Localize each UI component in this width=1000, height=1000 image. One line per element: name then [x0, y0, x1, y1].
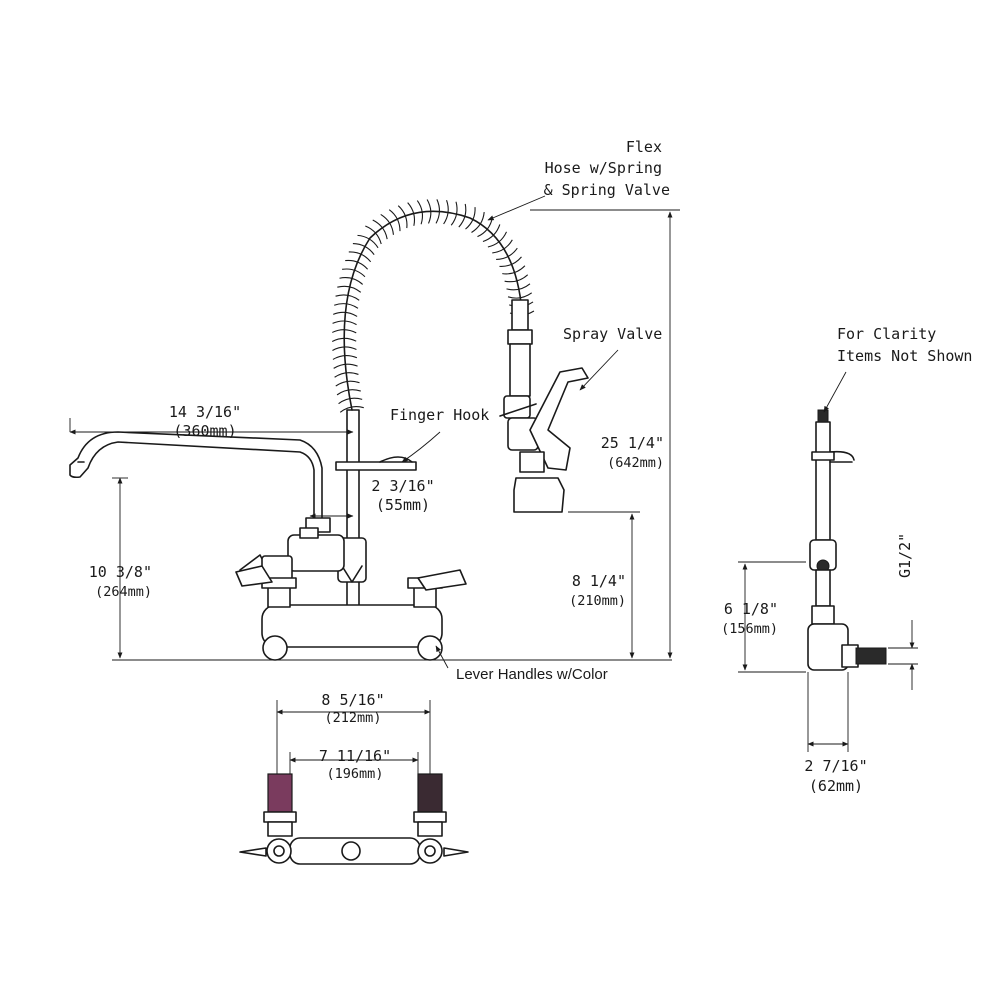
spring-coil	[458, 203, 467, 228]
overall-height-imperial: 25 1/4"	[600, 434, 664, 452]
spring-coil	[335, 380, 360, 387]
wall-body	[235, 565, 467, 661]
spring-coil	[492, 239, 513, 254]
for-clarity-label-2: Items Not Shown	[837, 347, 973, 365]
spring-coil	[333, 363, 358, 369]
spring-coil	[496, 247, 518, 261]
side-view	[738, 371, 918, 752]
spring-coil	[332, 320, 357, 326]
spring-coil	[339, 277, 364, 285]
spout-height-metric: (264mm)	[95, 584, 152, 600]
spring-coil	[365, 225, 382, 245]
spring-coil	[333, 311, 358, 317]
spring-coil	[334, 303, 359, 309]
spring-coil	[336, 389, 361, 396]
spring-coil	[443, 199, 449, 225]
spout-reach-metric: (360mm)	[173, 422, 237, 440]
thread-label: G1/2"	[896, 532, 914, 578]
riser-pipe	[335, 409, 417, 636]
bottom-view	[239, 700, 469, 865]
spring-coil	[345, 259, 369, 270]
hook-offset-metric: (55mm)	[375, 496, 431, 514]
spring-coil	[450, 201, 458, 226]
valve-height-imperial: 8 1/4"	[571, 572, 626, 590]
spray-valve	[499, 367, 589, 513]
flex-hose-spring	[331, 199, 535, 413]
lever-handles-label: Lever Handles w/Color	[456, 666, 608, 683]
side-depth-imperial: 2 7/16"	[804, 757, 868, 775]
right-inlet	[417, 773, 443, 813]
outer-centers-imperial: 8 5/16"	[321, 691, 385, 709]
spring-coil	[352, 243, 375, 256]
spring-coil	[397, 205, 408, 229]
spring-coil	[465, 207, 476, 230]
for-clarity-label-1: For Clarity	[837, 325, 937, 343]
spray-valve-label: Spray Valve	[563, 325, 663, 343]
spout-height-imperial: 10 3/8"	[88, 563, 152, 581]
flex-hose-label-1: Flex	[625, 138, 662, 156]
spring-coil	[487, 231, 508, 248]
spring-coil	[380, 213, 394, 235]
spring-coil	[332, 355, 358, 360]
side-depth-metric: (62mm)	[808, 777, 864, 795]
spring-coil	[435, 199, 441, 224]
flex-hose-label-2: Hose w/Spring	[544, 159, 662, 177]
spring-coil	[334, 372, 359, 378]
spring-coil	[331, 337, 357, 342]
inner-centers-imperial: 7 11/16"	[318, 747, 392, 765]
flex-hose-label-3: & Spring Valve	[543, 181, 670, 199]
side-height-metric: (156mm)	[721, 621, 778, 637]
finger-hook-label: Finger Hook	[390, 406, 490, 424]
spring-coil	[507, 292, 533, 299]
side-height-imperial: 6 1/8"	[723, 600, 778, 618]
spring-coil	[332, 346, 357, 351]
outer-centers-metric: (212mm)	[324, 710, 382, 726]
spout-reach-imperial: 14 3/16"	[168, 403, 242, 421]
spring-coil	[342, 268, 366, 278]
left-inlet	[267, 773, 293, 813]
spring-coil	[337, 285, 362, 293]
spring-coil	[504, 274, 529, 283]
spring-coil	[372, 219, 388, 240]
spring-coil	[357, 234, 379, 249]
spring-coil	[471, 212, 485, 233]
valve-height-metric: (210mm)	[569, 593, 626, 609]
spring-coil	[506, 283, 531, 291]
spring-coil	[339, 406, 364, 413]
spring-coil	[338, 397, 363, 405]
spout	[69, 431, 331, 533]
spring-coil	[348, 251, 372, 263]
spring-coil	[499, 256, 522, 267]
spring-coil	[335, 294, 360, 301]
front-view	[69, 195, 680, 669]
spring-coil	[416, 200, 424, 225]
hook-offset-imperial: 2 3/16"	[371, 477, 435, 495]
spring-coil	[426, 199, 432, 224]
spring-coil	[332, 329, 357, 334]
spring-coil	[502, 265, 526, 275]
overall-height-metric: (642mm)	[607, 455, 664, 471]
spring-coil	[388, 209, 401, 232]
spring-coil	[407, 202, 416, 226]
inner-centers-metric: (196mm)	[326, 766, 384, 782]
spring-coil	[482, 224, 501, 243]
